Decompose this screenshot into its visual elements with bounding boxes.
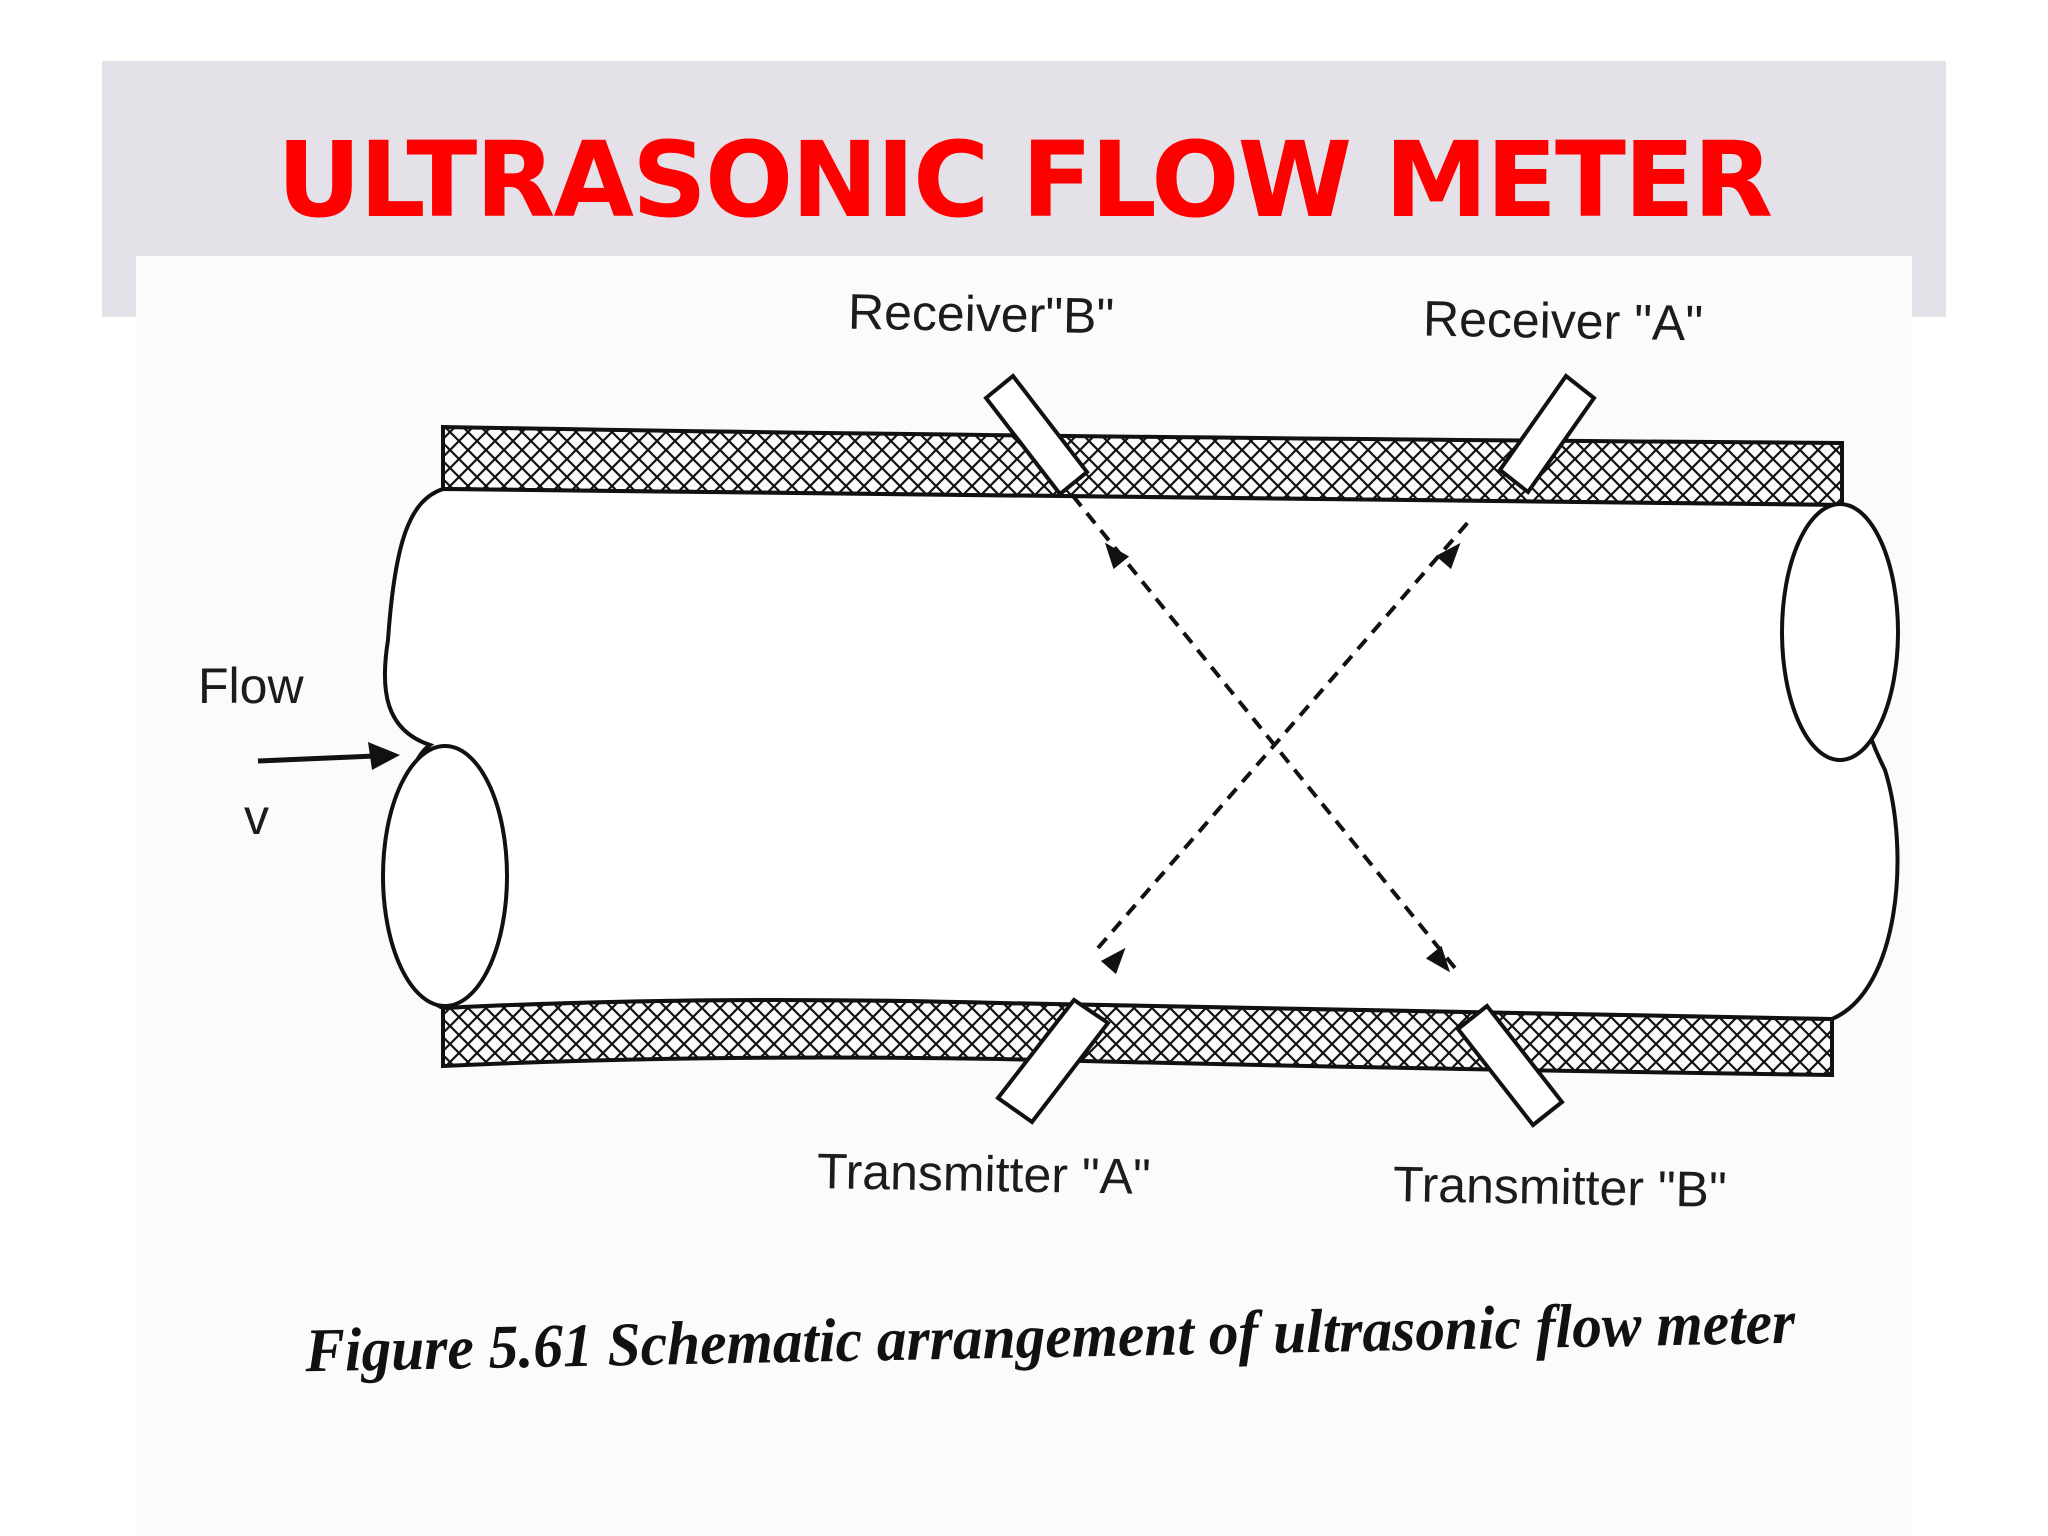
pipe-body: [382, 486, 1900, 1022]
figure-caption: Figure 5.61 Schematic arrangement of ult…: [304, 1289, 1797, 1386]
label-receiver-a: Receiver "A": [1423, 291, 1704, 352]
slide-title: ULTRASONIC FLOW METER: [276, 119, 1773, 241]
arrowhead-to-receiver-b: [1104, 542, 1130, 570]
signal-path-a-to-b: [1096, 518, 1472, 950]
transmitter-b-transducer: [1455, 1003, 1565, 1128]
pipe-inlet-opening: [381, 744, 509, 1008]
arrowhead-from-transmitter-a: [1100, 947, 1126, 975]
receiver-a-transducer: [1497, 373, 1597, 495]
label-velocity: v: [244, 789, 269, 845]
transmitter-a-transducer: [995, 997, 1111, 1125]
signal-path-b-to-a: [1071, 494, 1457, 970]
receiver-b-transducer: [983, 373, 1090, 497]
arrowhead-to-receiver-a: [1435, 542, 1461, 570]
pipe-outlet-opening: [1780, 502, 1900, 762]
label-transmitter-b: Transmitter "B": [1393, 1156, 1728, 1218]
arrowhead-toward-transmitter-b: [1425, 945, 1451, 973]
label-transmitter-a: Transmitter "A": [817, 1143, 1152, 1205]
label-flow: Flow: [198, 658, 304, 714]
label-receiver-b: Receiver"B": [848, 284, 1115, 345]
flow-arrow-head: [368, 742, 400, 770]
flow-arrow-shaft: [257, 753, 376, 764]
